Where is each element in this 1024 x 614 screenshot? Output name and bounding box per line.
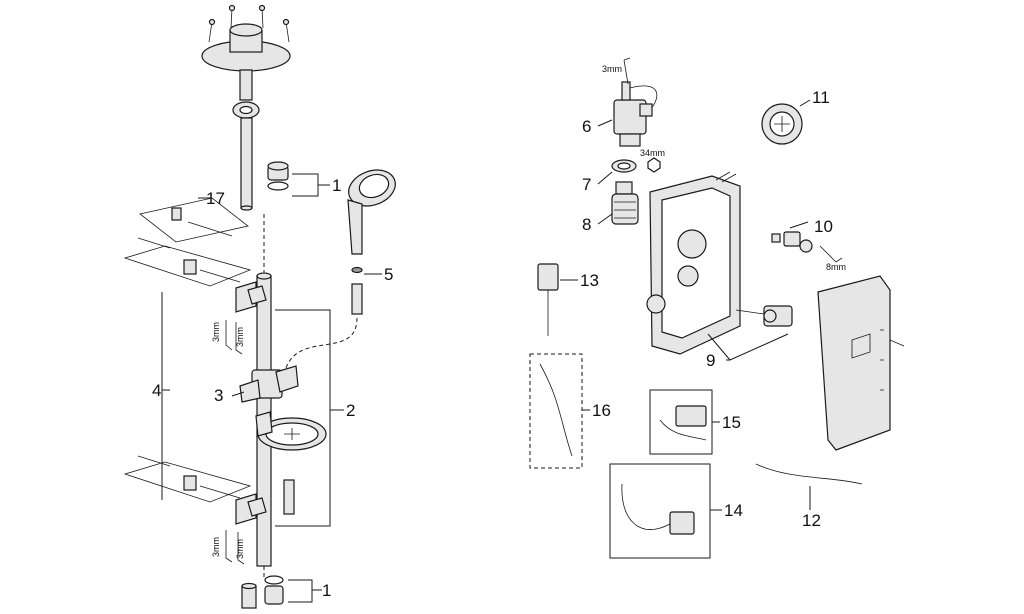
callout-1-bottom: 1	[322, 581, 331, 600]
callout-1-top: 1	[332, 176, 341, 195]
hand-shower	[347, 169, 396, 315]
hex-key-lower: 3mm 3mm	[211, 530, 245, 565]
callout-14: 14	[724, 501, 743, 520]
item-8-valve	[611, 181, 639, 225]
connector-screw	[283, 479, 295, 515]
callout-3: 3	[214, 386, 223, 405]
item-16-cable	[529, 353, 583, 469]
svg-text:8mm: 8mm	[826, 262, 846, 272]
item-15-battery	[649, 389, 713, 455]
ceiling-flange	[201, 23, 291, 101]
svg-text:3mm: 3mm	[602, 64, 622, 74]
callout-10: 10	[814, 217, 833, 236]
item-13-sensor	[537, 263, 559, 336]
soap-dish	[255, 411, 327, 451]
svg-text:3mm: 3mm	[235, 327, 245, 347]
item-6-cartridge: 3mm	[602, 57, 658, 147]
upper-rod	[240, 117, 253, 211]
item-17-hardware	[139, 197, 249, 243]
hex-key-upper: 3mm 3mm	[211, 320, 245, 355]
callout-13: 13	[580, 271, 599, 290]
callout-17: 17	[206, 189, 225, 208]
callout-2: 2	[346, 401, 355, 420]
callout-12: 12	[802, 511, 821, 530]
rail-ring	[232, 101, 260, 119]
end-cap-top	[267, 161, 289, 191]
item-10-fitting: 8mm	[771, 231, 846, 272]
callout-8: 8	[582, 215, 591, 234]
item-11-knob	[761, 103, 803, 145]
cover-plate	[817, 275, 905, 451]
upper-wall-plug-screw	[123, 237, 252, 287]
upper-wall-bracket	[235, 281, 267, 313]
item-7-nut: 34mm	[611, 148, 665, 173]
callout-7: 7	[582, 175, 591, 194]
callout-9: 9	[706, 351, 715, 370]
lower-wall-bracket	[235, 493, 267, 525]
item-14-power-supply	[609, 463, 711, 559]
callout-11: 11	[812, 88, 830, 107]
ceiling-screws	[208, 4, 290, 43]
svg-text:34mm: 34mm	[640, 148, 665, 158]
item-12-cable	[755, 463, 863, 485]
svg-text:3mm: 3mm	[211, 537, 221, 557]
item-9-connector	[735, 305, 793, 327]
end-cap-bottom	[241, 575, 284, 609]
svg-text:3mm: 3mm	[211, 322, 221, 342]
hand-shower-holder	[239, 365, 299, 403]
callout-4: 4	[152, 381, 161, 400]
callout-6: 6	[582, 117, 591, 136]
thermostat-body	[646, 171, 741, 355]
svg-text:3mm: 3mm	[235, 539, 245, 559]
callout-16: 16	[592, 401, 611, 420]
callout-15: 15	[722, 413, 741, 432]
callout-5: 5	[384, 265, 393, 284]
lower-wall-plug-screw	[123, 455, 252, 503]
